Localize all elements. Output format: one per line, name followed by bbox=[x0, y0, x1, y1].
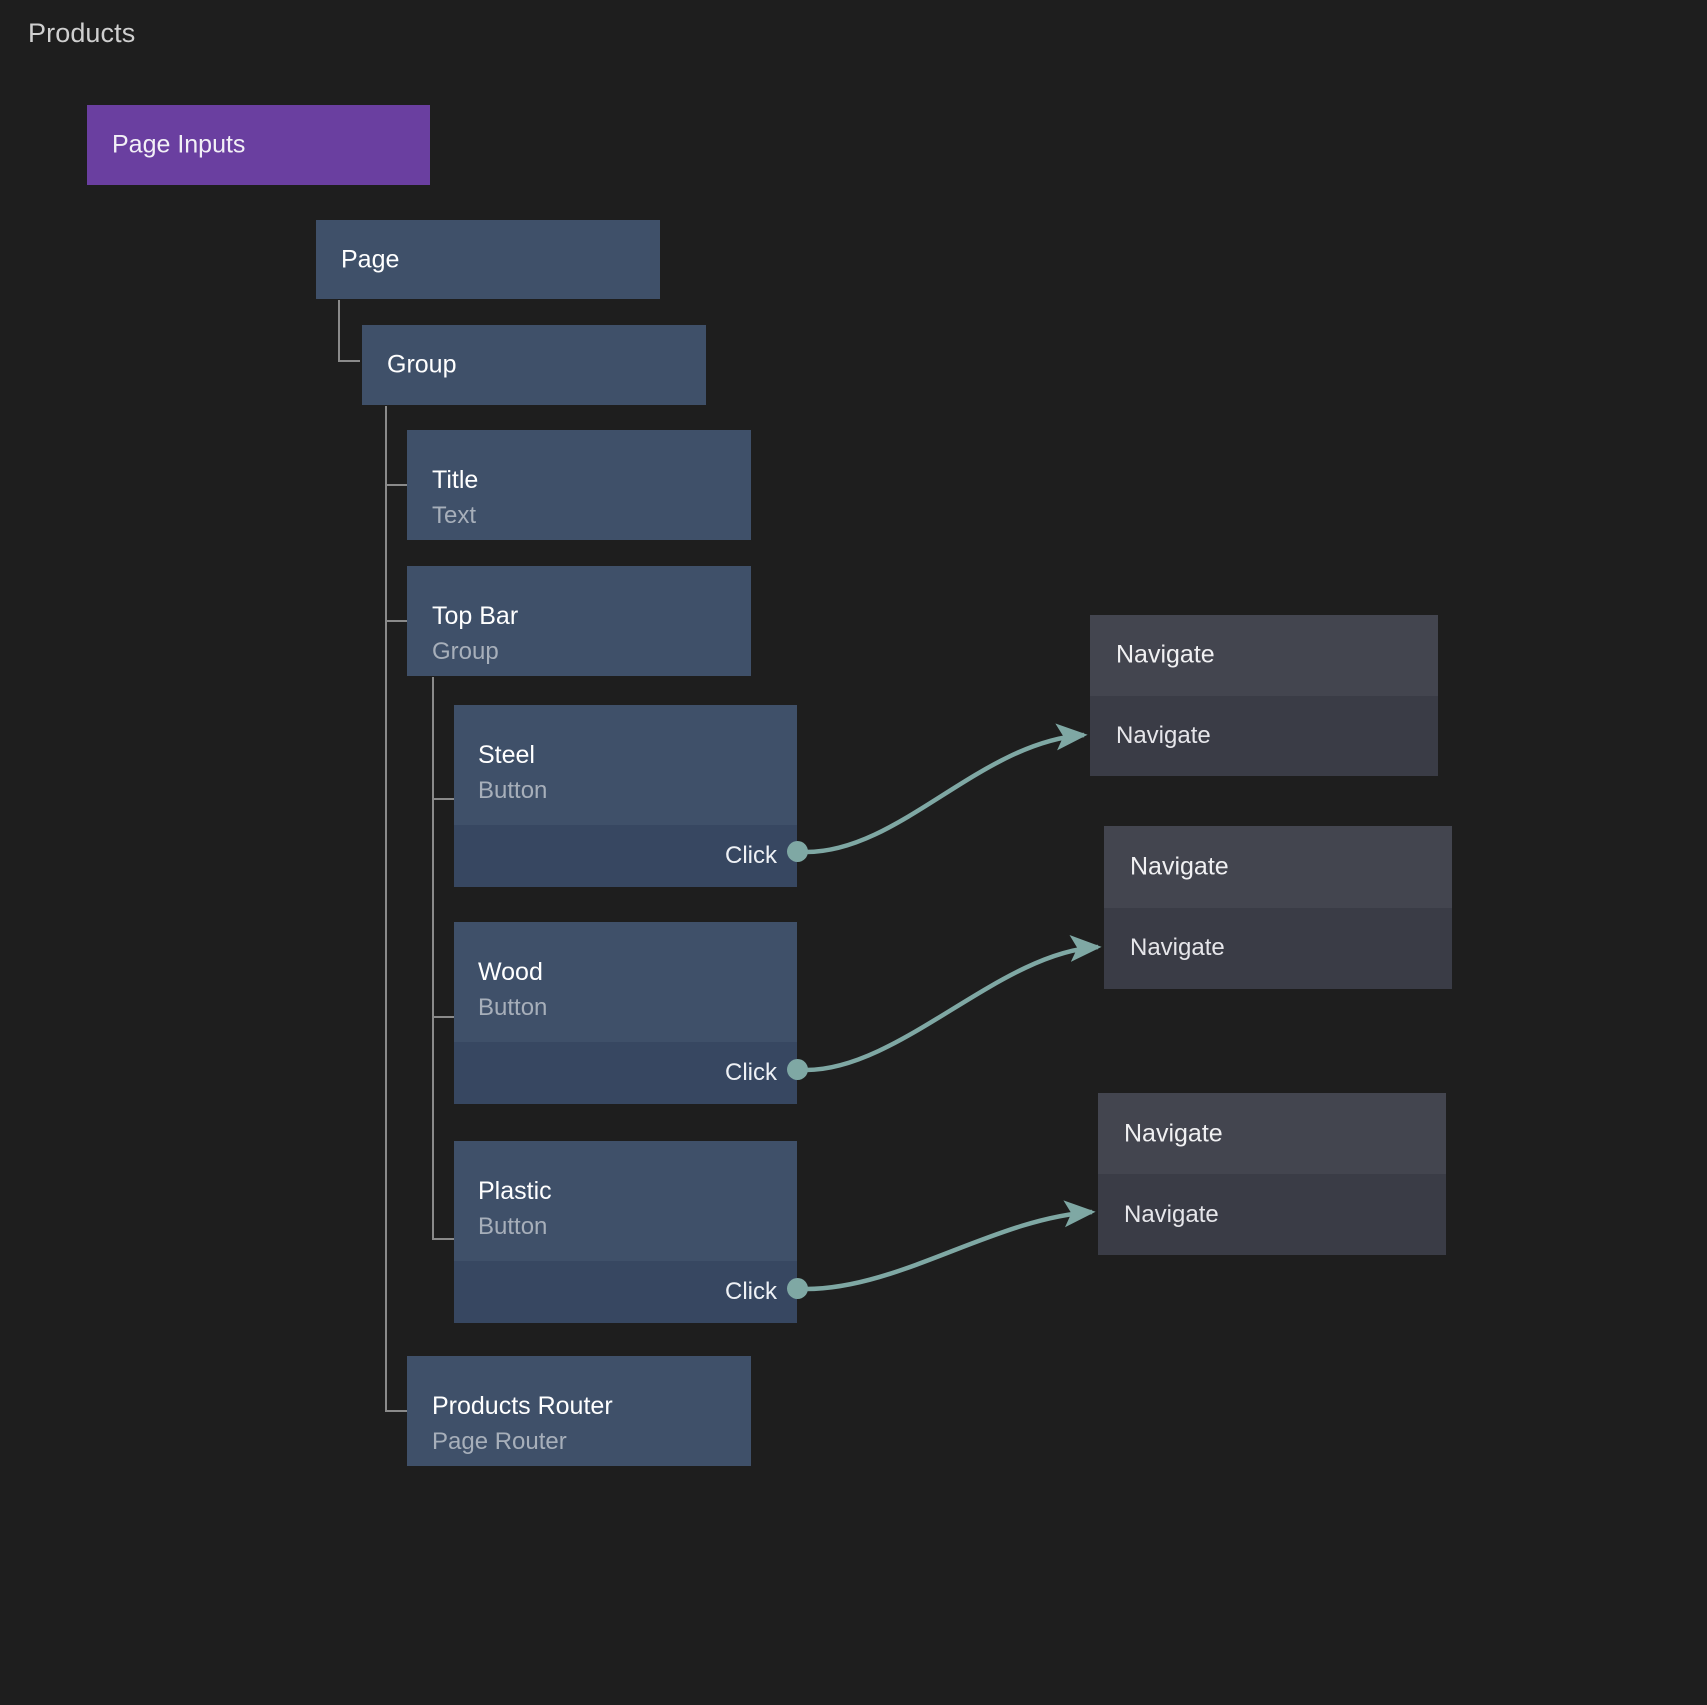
port-plastic-click[interactable] bbox=[787, 1278, 808, 1299]
node-button-wood[interactable]: Wood Button Click bbox=[454, 922, 797, 1104]
node-title-name: Title bbox=[432, 466, 479, 494]
node-action-navigate-2-header-label: Navigate bbox=[1130, 852, 1229, 881]
node-action-navigate-1-header-label: Navigate bbox=[1116, 640, 1215, 669]
node-button-wood-event-row[interactable]: Click bbox=[454, 1042, 797, 1104]
node-action-navigate-3-header-label: Navigate bbox=[1124, 1119, 1223, 1147]
node-action-navigate-2[interactable]: Navigate Navigate bbox=[1104, 826, 1452, 989]
node-button-steel-event-label: Click bbox=[725, 842, 777, 869]
node-group[interactable]: Group bbox=[362, 325, 706, 405]
tree-line-group-to-topbar bbox=[385, 620, 407, 622]
tree-line-topbar-to-steel bbox=[432, 798, 454, 800]
node-title[interactable]: Title Text bbox=[407, 430, 751, 540]
node-action-navigate-1-body[interactable]: Navigate bbox=[1090, 695, 1438, 776]
node-action-navigate-2-body[interactable]: Navigate bbox=[1104, 907, 1452, 989]
node-button-plastic[interactable]: Plastic Button Click bbox=[454, 1141, 797, 1323]
node-action-navigate-1-header: Navigate bbox=[1090, 615, 1438, 696]
node-button-wood-type: Button bbox=[478, 994, 548, 1021]
node-products-router[interactable]: Products Router Page Router bbox=[407, 1356, 751, 1466]
tree-line-topbar-trunk bbox=[432, 677, 434, 1240]
edge-steel-click-to-navigate-1 bbox=[805, 723, 1088, 855]
node-action-navigate-3-header: Navigate bbox=[1098, 1093, 1446, 1174]
node-products-router-name: Products Router bbox=[432, 1392, 613, 1420]
node-button-plastic-name: Plastic bbox=[478, 1177, 552, 1205]
node-action-navigate-3[interactable]: Navigate Navigate bbox=[1098, 1093, 1446, 1255]
node-button-plastic-event-label: Click bbox=[725, 1278, 777, 1305]
tree-line-page-group-horizontal bbox=[338, 360, 360, 362]
node-action-navigate-2-header: Navigate bbox=[1104, 826, 1452, 908]
tree-line-group-to-title bbox=[385, 484, 407, 486]
node-top-bar-name: Top Bar bbox=[432, 602, 519, 630]
node-button-steel-name: Steel bbox=[478, 741, 535, 769]
node-button-plastic-event-row[interactable]: Click bbox=[454, 1261, 797, 1323]
node-group-title: Group bbox=[387, 350, 457, 379]
node-button-wood-event-label: Click bbox=[725, 1059, 777, 1086]
edge-plastic-click-to-navigate-3 bbox=[805, 1200, 1096, 1292]
node-page-inputs-label: Page Inputs bbox=[112, 130, 246, 159]
node-products-router-type: Page Router bbox=[432, 1428, 567, 1455]
tree-line-page-group-vertical bbox=[338, 300, 340, 362]
node-action-navigate-3-body[interactable]: Navigate bbox=[1098, 1174, 1446, 1255]
node-page-inputs[interactable]: Page Inputs bbox=[87, 105, 430, 185]
port-wood-click[interactable] bbox=[787, 1059, 808, 1080]
node-action-navigate-3-body-label: Navigate bbox=[1124, 1200, 1219, 1228]
node-button-steel[interactable]: Steel Button Click bbox=[454, 705, 797, 887]
node-button-steel-type: Button bbox=[478, 777, 548, 804]
node-page[interactable]: Page bbox=[316, 220, 660, 299]
node-action-navigate-1-body-label: Navigate bbox=[1116, 721, 1211, 749]
tree-line-topbar-to-wood bbox=[432, 1016, 454, 1018]
page-title: Products bbox=[28, 18, 136, 48]
node-title-type: Text bbox=[432, 502, 477, 529]
node-button-steel-event-row[interactable]: Click bbox=[454, 825, 797, 887]
edge-wood-click-to-navigate-2 bbox=[805, 934, 1102, 1073]
port-steel-click[interactable] bbox=[787, 841, 808, 862]
node-page-title: Page bbox=[341, 245, 400, 273]
node-button-wood-name: Wood bbox=[478, 958, 543, 986]
node-button-plastic-type: Button bbox=[478, 1213, 548, 1240]
tree-line-topbar-to-plastic bbox=[432, 1238, 454, 1240]
node-action-navigate-1[interactable]: Navigate Navigate bbox=[1090, 615, 1438, 776]
tree-line-group-trunk bbox=[385, 406, 387, 1412]
node-action-navigate-2-body-label: Navigate bbox=[1130, 934, 1225, 962]
node-top-bar-type: Group bbox=[432, 638, 499, 665]
tree-line-group-to-router bbox=[385, 1410, 407, 1412]
node-top-bar[interactable]: Top Bar Group bbox=[407, 566, 751, 676]
